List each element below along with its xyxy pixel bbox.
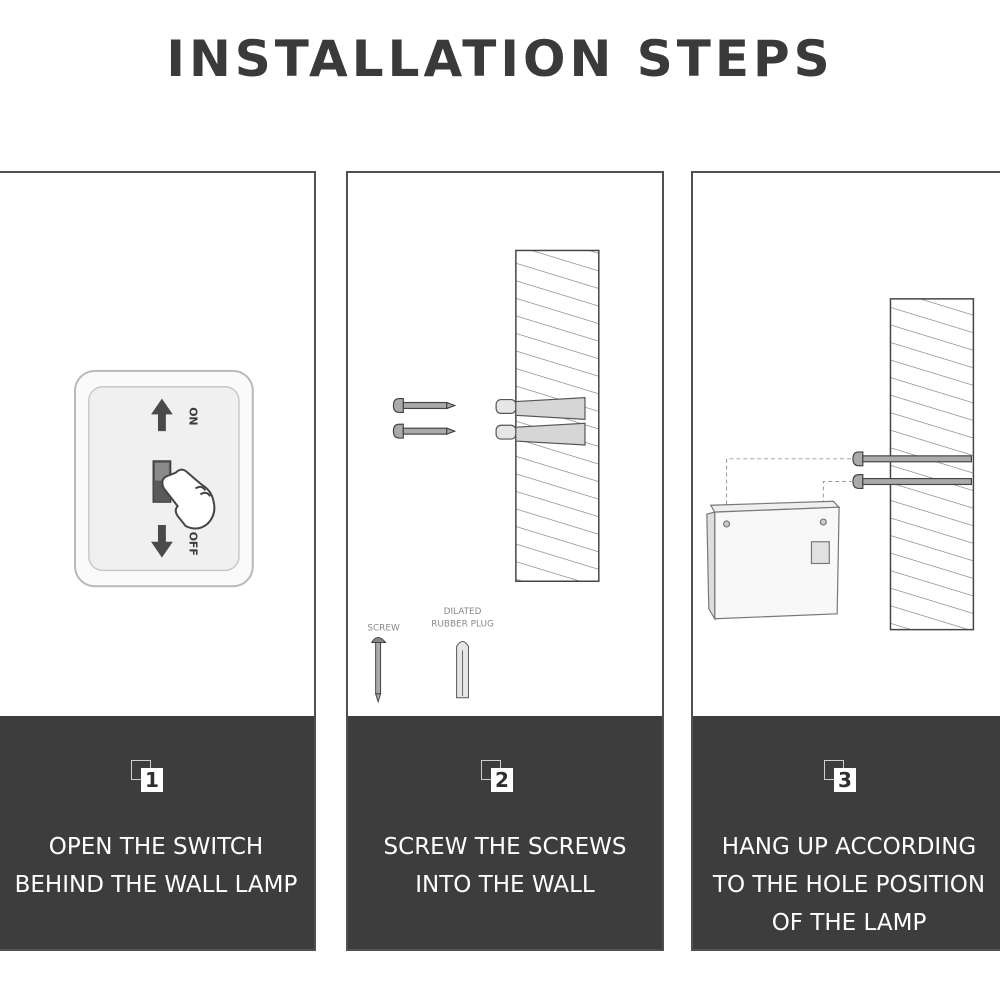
- switch-on-label: ON: [187, 407, 200, 425]
- arrow-down-icon: [151, 524, 173, 558]
- step-1-text: OPEN THE SWITCH BEHIND THE WALL LAMP: [0, 828, 314, 904]
- step-2-number-badge: 2: [481, 760, 513, 792]
- lamp-icon: [706, 500, 841, 621]
- plug-label-1: DILATED: [444, 607, 482, 617]
- wall-icon: [889, 298, 975, 631]
- step-1-panel: ON OFF 1 OPEN THE SWITCH BEHIND THE WALL…: [0, 171, 316, 951]
- hand-pointer-icon: [161, 468, 216, 530]
- step-2-number: 2: [491, 768, 513, 792]
- step-2-caption: 2 SCREW THE SCREWS INTO THE WALL: [348, 716, 662, 949]
- step-3-line-3: OF THE LAMP: [771, 910, 927, 936]
- step-1-caption: 1 OPEN THE SWITCH BEHIND THE WALL LAMP: [0, 716, 314, 949]
- step-1-number: 1: [141, 768, 163, 792]
- step-3-illustration: [706, 298, 975, 631]
- plug-label-2: RUBBER PLUG: [431, 620, 494, 630]
- arrow-up-icon: [151, 398, 173, 432]
- screw-icon: [370, 637, 387, 704]
- step-3-caption: 3 HANG UP ACCORDING TO THE HOLE POSITION…: [693, 716, 1000, 949]
- switch-off-label: OFF: [187, 532, 200, 556]
- step-2-panel: SCREW DILATED RUBBER PLUG 2 SCREW THE SC…: [346, 171, 664, 951]
- rubber-plug-icon: [456, 641, 469, 699]
- step-1-line-1: OPEN THE SWITCH: [48, 834, 264, 860]
- screw-icon: [852, 451, 973, 490]
- step-2-line-2: INTO THE WALL: [415, 872, 595, 898]
- rubber-plug-icon: [495, 396, 586, 446]
- step-2-illustration: SCREW DILATED RUBBER PLUG: [367, 249, 600, 704]
- step-3-line-1: HANG UP ACCORDING: [721, 834, 977, 860]
- step-3-panel: 3 HANG UP ACCORDING TO THE HOLE POSITION…: [691, 171, 1000, 951]
- step-3-number-badge: 3: [824, 760, 856, 792]
- screw-label: SCREW: [367, 624, 400, 634]
- step-3-number: 3: [834, 768, 856, 792]
- step-2-text: SCREW THE SCREWS INTO THE WALL: [348, 828, 662, 904]
- step-3-text: HANG UP ACCORDING TO THE HOLE POSITION O…: [693, 828, 1000, 942]
- step-3-line-2: TO THE HOLE POSITION: [712, 872, 986, 898]
- step-1-number-badge: 1: [131, 760, 163, 792]
- page-title: INSTALLATION STEPS: [166, 30, 834, 88]
- step-2-line-1: SCREW THE SCREWS: [383, 834, 627, 860]
- screw-icon: [392, 397, 457, 439]
- step-1-line-2: BEHIND THE WALL LAMP: [14, 872, 298, 898]
- step-1-illustration: ON OFF: [74, 369, 254, 588]
